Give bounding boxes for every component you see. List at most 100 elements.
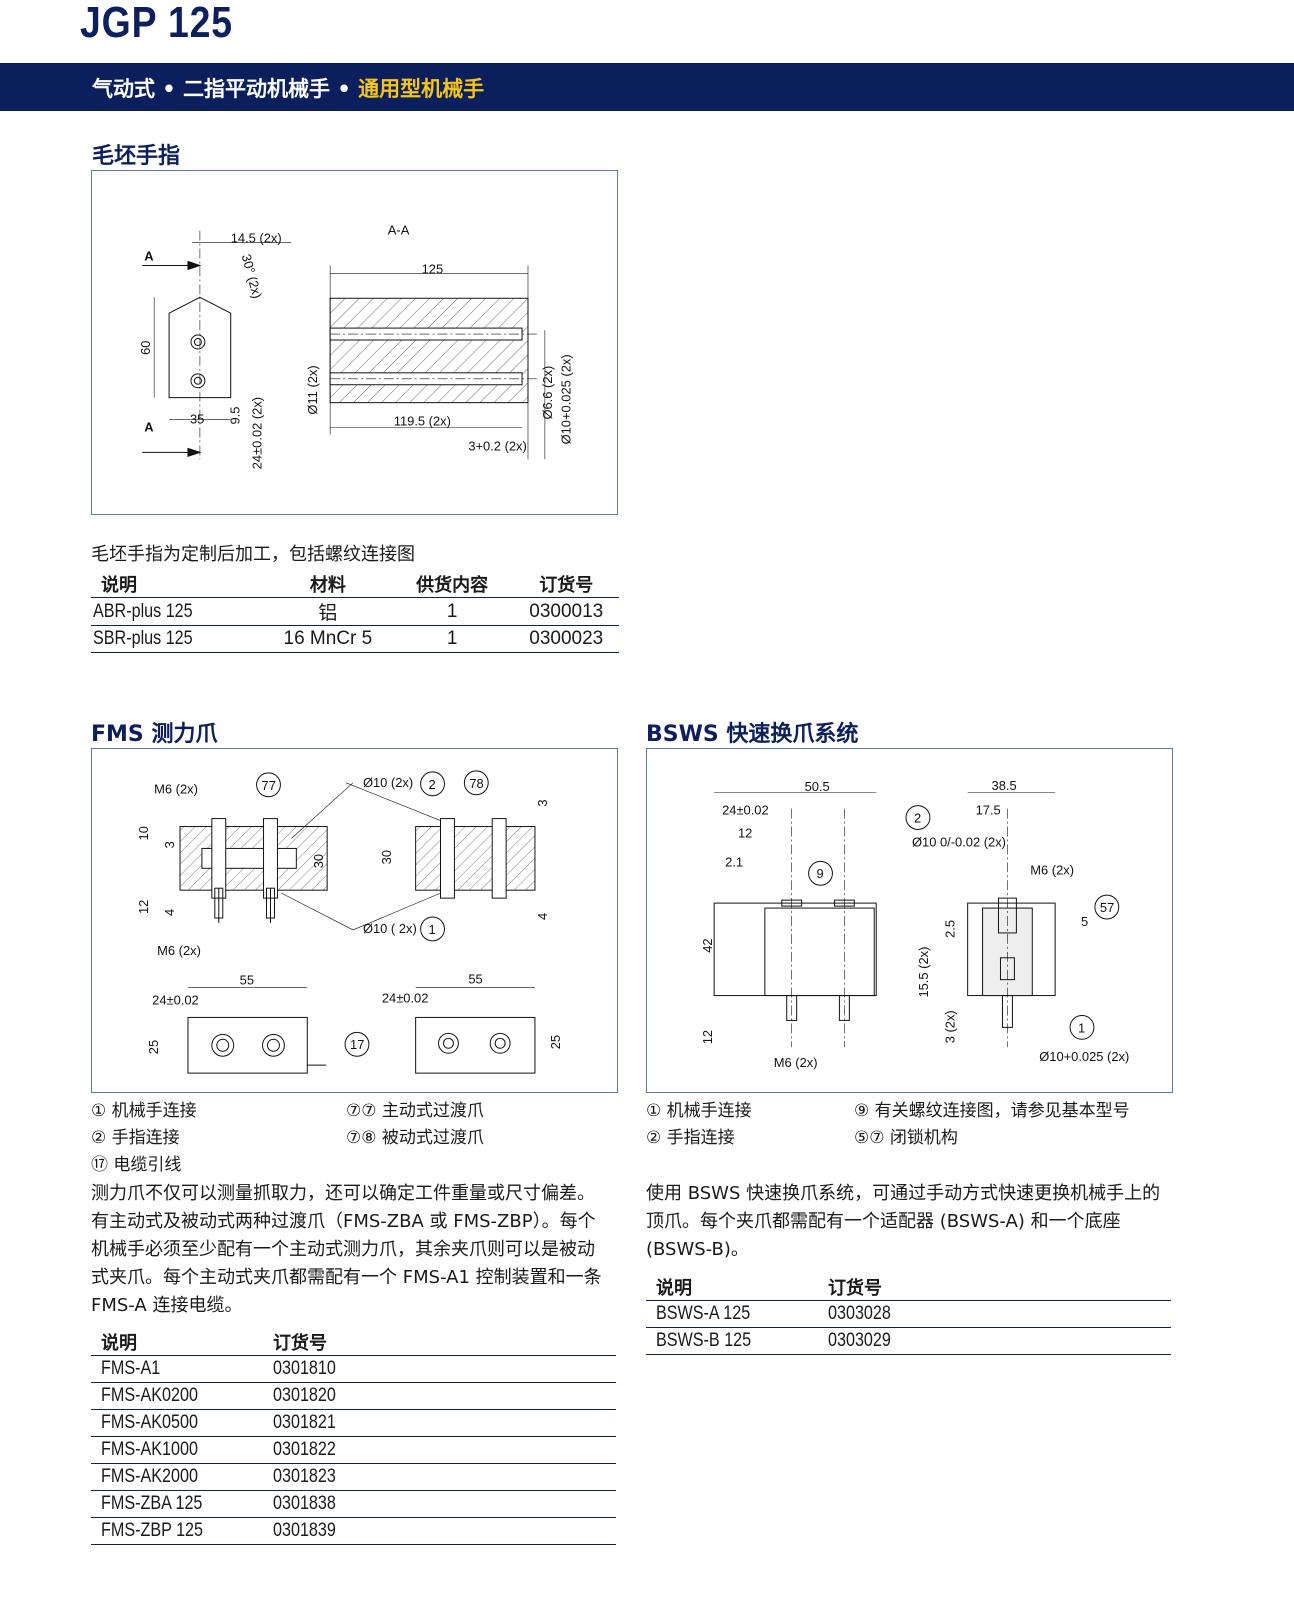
heading-code: BSWS: [646, 722, 719, 747]
column-header: 订货号: [503, 571, 619, 598]
dim-label: 3: [162, 841, 177, 848]
column-header: 供货内容: [390, 571, 504, 598]
category-band: 气动式 • 二指平动机械手 • 通用型机械手: [0, 63, 1294, 111]
dim-label: 42: [700, 938, 715, 952]
legend-item: ⑨ 有关螺纹连接图，请参见基本型号: [854, 1101, 1130, 1121]
dim-label: 35: [190, 412, 204, 427]
cell: 0300023: [503, 625, 619, 653]
legend-item: ① 机械手连接: [91, 1101, 197, 1121]
cell: FMS-ZBP 125: [101, 1520, 204, 1541]
section-heading-fms: FMS 测力爪: [91, 716, 217, 748]
dim-label: 25: [548, 1035, 563, 1049]
dim-label: M6 (2x): [157, 943, 201, 958]
callout: 2: [429, 777, 436, 792]
dim-label: Ø10+0.025 (2x): [1039, 1049, 1129, 1064]
dim-label: 3+0.2 (2x): [468, 438, 526, 453]
cell: 0300013: [503, 597, 619, 626]
dim-label: 119.5 (2x): [394, 414, 451, 429]
bsws-drawing: 50.5 24±0.02 12 2.1 9 42 12 M6 (2x) 38.5…: [646, 748, 1173, 1093]
column-header: 说明: [91, 1329, 263, 1356]
table-cell: FMS-AK1000: [91, 1436, 263, 1464]
cell: 0301822: [273, 1439, 336, 1460]
dim-label: 24±0.02: [722, 803, 769, 818]
dim-label: 15.5 (2x): [916, 947, 931, 998]
heading-text: 测力爪: [151, 722, 218, 747]
dim-label: 2.5: [943, 920, 958, 938]
fms-drawing: M6 (2x) 77 Ø10 (2x) 2 78 10 3 30 30 3 12…: [91, 748, 618, 1093]
cell: 0303029: [828, 1330, 891, 1351]
table-row: FMS-AK1000 0301822: [91, 1436, 616, 1464]
callout: 77: [262, 778, 276, 793]
dim-label: 55: [468, 972, 482, 987]
dim-label: Ø10 (2x): [363, 775, 413, 790]
dim-label: 125: [422, 261, 444, 276]
dim-label: 55: [240, 973, 254, 988]
table-cell: 0301810: [263, 1355, 616, 1383]
section-heading-blank-fingers: 毛坯手指: [92, 144, 181, 169]
cell: 0301810: [273, 1358, 336, 1379]
cell: 铝: [254, 597, 391, 626]
table-cell: FMS-ZBP 125: [91, 1517, 263, 1545]
table-row: FMS-A1 0301810: [91, 1355, 616, 1383]
cell: FMS-ZBA 125: [101, 1493, 203, 1514]
cell: 0301838: [273, 1493, 336, 1514]
dim-label: 5: [1081, 914, 1088, 929]
section-heading-bsws: BSWS 快速换爪系统: [646, 716, 858, 748]
column-header: 说明: [91, 571, 255, 598]
dim-label: Ø11 (2x): [305, 365, 320, 414]
dim-label: 25: [146, 1040, 161, 1054]
callout: 1: [429, 922, 436, 937]
technical-drawing: 50.5 24±0.02 12 2.1 9 42 12 M6 (2x) 38.5…: [700, 778, 1129, 1070]
cell: 0301823: [273, 1466, 336, 1487]
callout: 17: [350, 1037, 364, 1052]
dim-label: 14.5 (2x): [231, 231, 282, 246]
column-header: 说明: [646, 1274, 818, 1301]
dim-label: 24±0.02: [382, 991, 429, 1006]
dim-label: Ø10+0.025 (2x): [559, 354, 574, 444]
dim-label: 17.5: [976, 803, 1001, 818]
callout: 57: [1100, 900, 1114, 915]
table-cell: BSWS-A 125: [646, 1300, 818, 1328]
cell: FMS-AK1000: [101, 1439, 198, 1460]
bsws-description: 使用 BSWS 快速换爪系统，可通过手动方式快速更换机械手上的顶爪。每个夹爪都需…: [646, 1183, 1161, 1260]
table-cell: 0303028: [818, 1300, 1171, 1328]
table-row: FMS-ZBA 125 0301838: [91, 1490, 616, 1518]
callout: 2: [914, 811, 921, 826]
table-cell: 0303029: [818, 1327, 1171, 1355]
callout: 1: [1078, 1020, 1085, 1035]
fms-description: 测力爪不仅可以测量抓取力，还可以确定工件重量或尺寸偏差。有主动式及被动式两种过渡…: [91, 1183, 602, 1316]
cell: SBR-plus 125: [93, 628, 193, 649]
table-row: FMS-ZBP 125 0301839: [91, 1517, 616, 1545]
cell: FMS-A1: [101, 1358, 161, 1379]
dim-label: M6 (2x): [1030, 862, 1074, 877]
dim-label: 2.1: [725, 854, 743, 869]
table-cell: 0301839: [263, 1517, 616, 1545]
column-header: 订货号: [818, 1274, 1171, 1301]
cell: FMS-AK0200: [101, 1385, 198, 1406]
technical-drawing: M6 (2x) 77 Ø10 (2x) 2 78 10 3 30 30 3 12…: [136, 770, 563, 1074]
category-path: 气动式 • 二指平动机械手 •: [92, 77, 359, 101]
dim-label: Ø10 ( 2x): [363, 921, 417, 936]
dim-label: 12: [700, 1030, 715, 1044]
legend-item: ⑦⑧ 被动式过渡爪: [346, 1128, 484, 1148]
column-header: 订货号: [263, 1329, 616, 1356]
technical-drawing: 14.5 (2x) 30° (2x) A A 60 35 9.5 24±0.02…: [138, 223, 574, 470]
section-mark: A: [144, 419, 153, 434]
dim-label: M6 (2x): [774, 1055, 818, 1070]
dim-label: 38.5: [992, 778, 1017, 793]
table-cell: FMS-AK0500: [91, 1409, 263, 1437]
legend-item: ① 机械手连接: [646, 1101, 752, 1121]
section-title: A-A: [388, 223, 410, 238]
cell: FMS-AK0500: [101, 1412, 198, 1433]
dim-label: 24±0.02 (2x): [250, 397, 265, 469]
cell: BSWS-B 125: [656, 1330, 752, 1351]
